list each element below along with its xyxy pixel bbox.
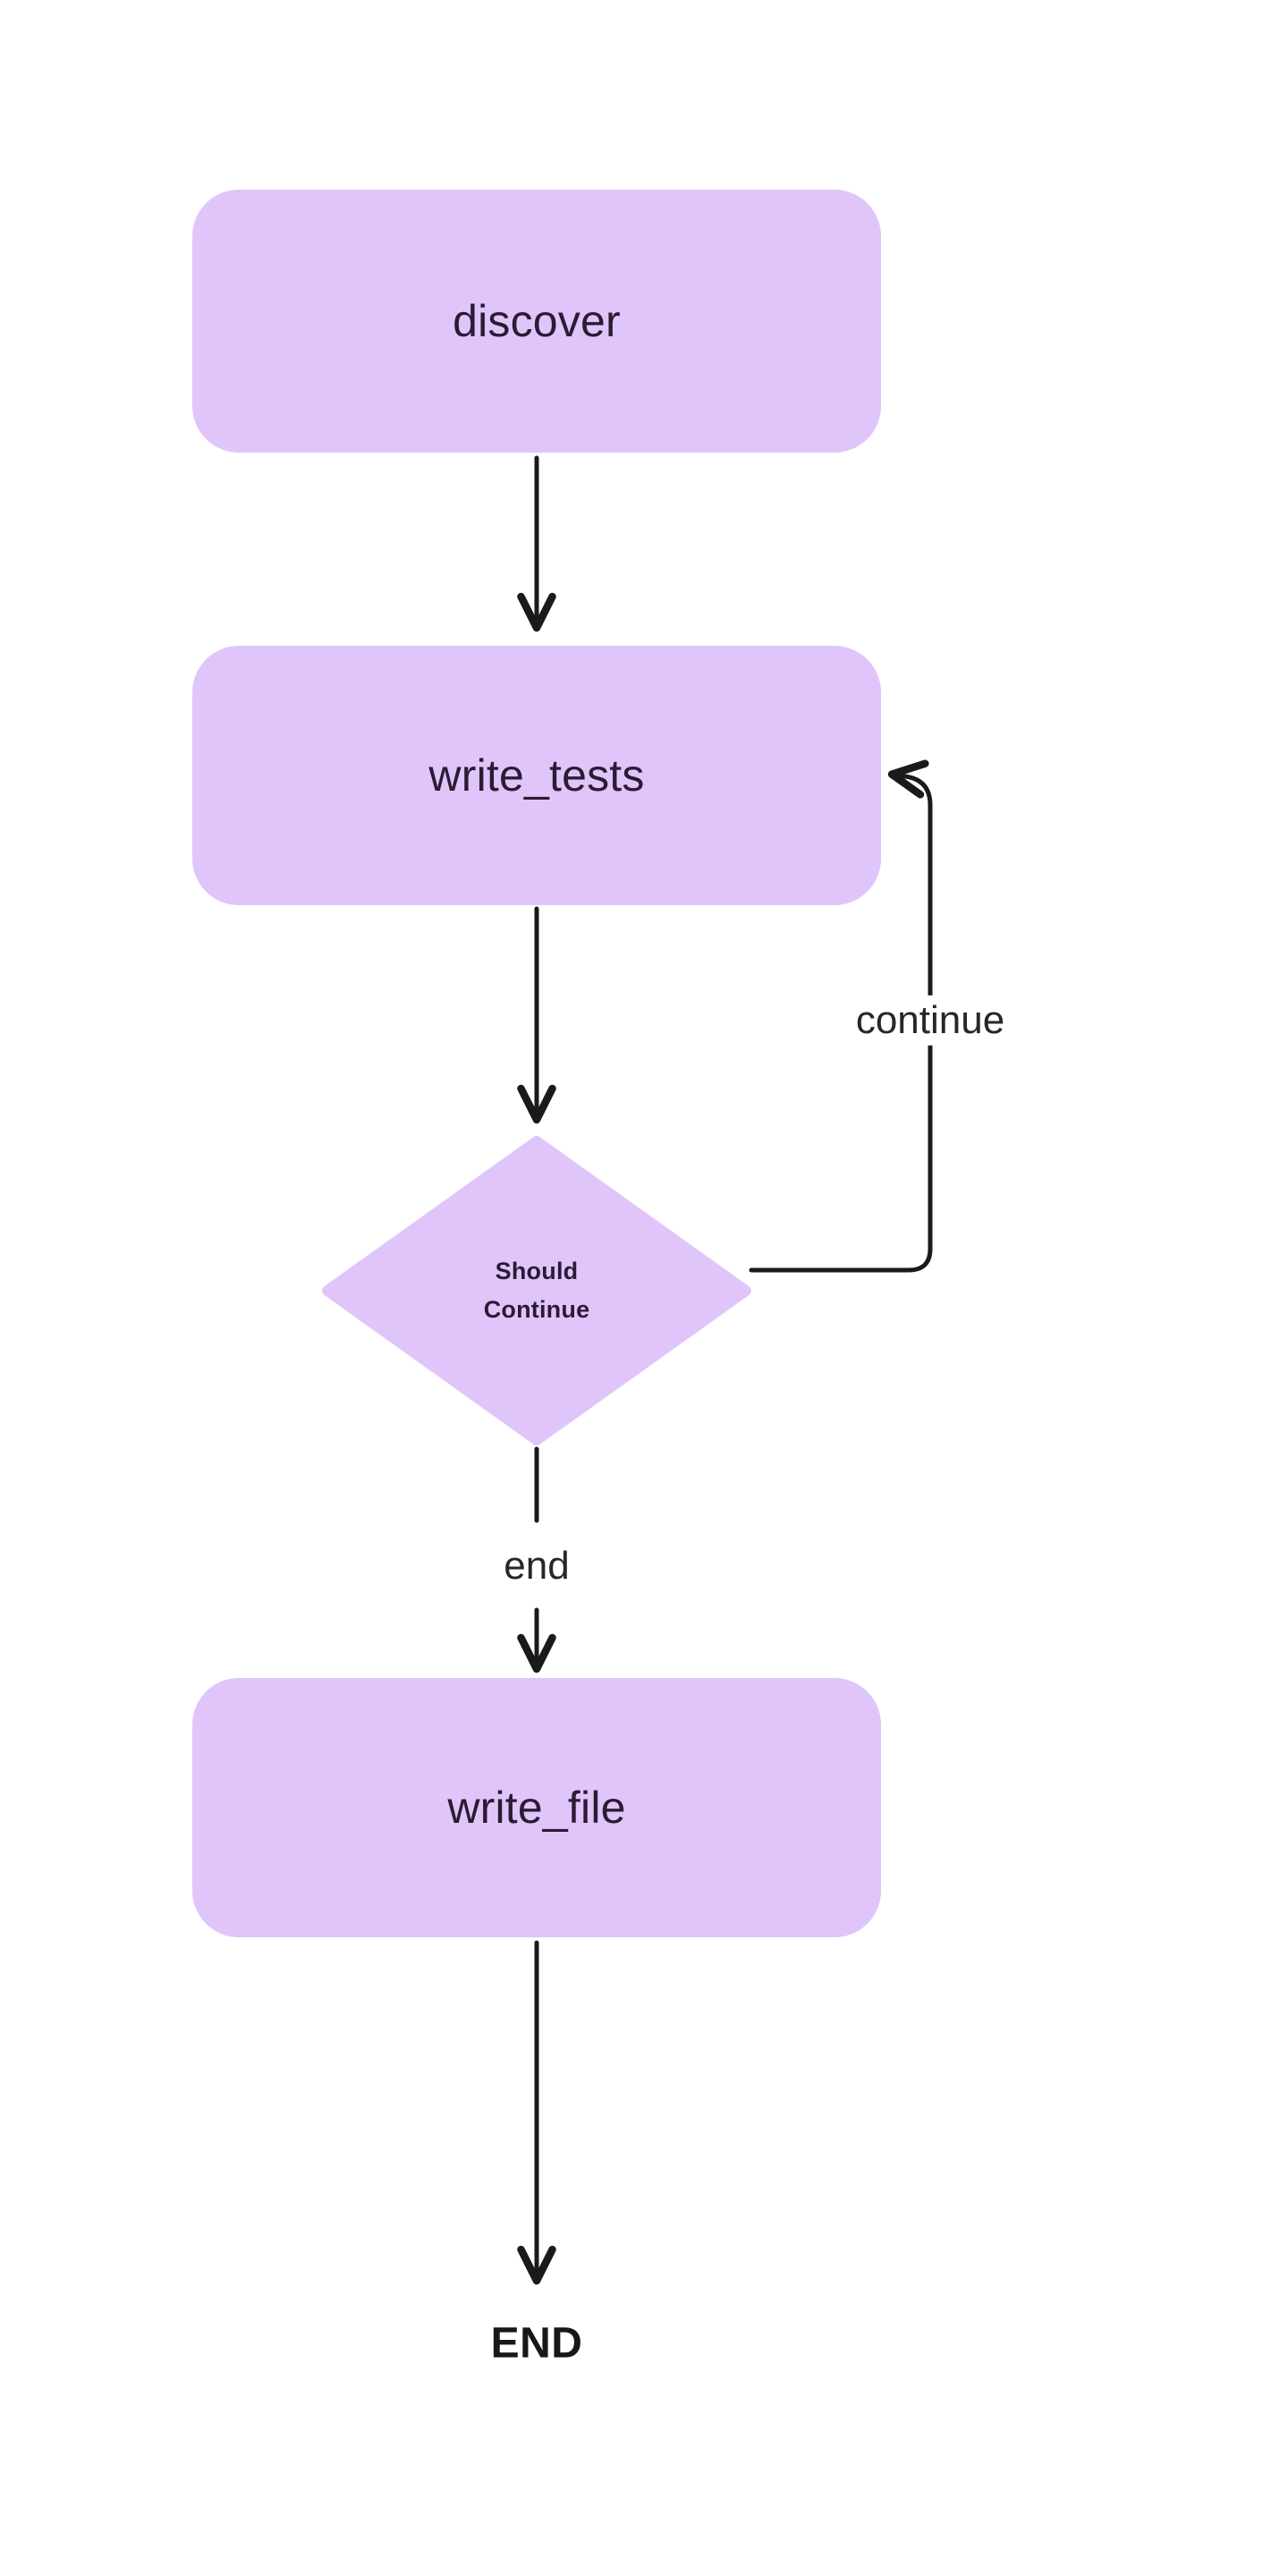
node-discover[interactable]: discover — [192, 190, 881, 453]
edge-label-end: end — [493, 1540, 580, 1592]
node-discover-label: discover — [453, 295, 621, 346]
node-end-terminal: END — [490, 2319, 583, 2368]
node-write-file[interactable]: write_file — [192, 1678, 881, 1937]
node-should-continue-label: Should Continue — [322, 1136, 751, 1445]
node-should-continue-label-line1: Should — [495, 1257, 579, 1284]
node-write-file-label: write_file — [447, 1782, 626, 1833]
node-write-tests-label: write_tests — [428, 750, 645, 801]
node-should-continue-label-line2: Continue — [483, 1296, 590, 1323]
edge-label-continue: continue — [844, 995, 1016, 1046]
node-write-tests[interactable]: write_tests — [192, 646, 881, 905]
node-should-continue[interactable]: Should Continue — [322, 1136, 751, 1445]
diamond-shape-icon — [322, 1136, 751, 1445]
